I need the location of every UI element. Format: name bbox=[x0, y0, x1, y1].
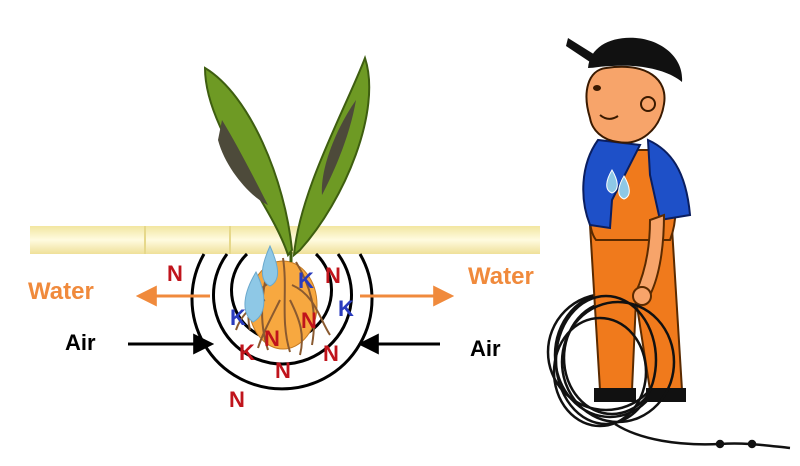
ion-k: K bbox=[230, 305, 246, 330]
middle-ring bbox=[212, 253, 353, 366]
hose-coil-front bbox=[552, 294, 791, 450]
ion-n: N bbox=[264, 326, 280, 351]
air-label-right: Air bbox=[470, 336, 501, 361]
air-label-left: Air bbox=[65, 330, 96, 355]
ion-n: N bbox=[323, 341, 339, 366]
ion-k: K bbox=[338, 296, 354, 321]
ion-n: N bbox=[325, 263, 341, 288]
outer-ring bbox=[190, 253, 374, 391]
water-label-right: Water bbox=[468, 263, 534, 290]
ion-n: N bbox=[167, 261, 183, 286]
ion-n: N bbox=[229, 387, 245, 412]
water-label-left: Water bbox=[28, 278, 94, 305]
plant-seedling-icon bbox=[203, 55, 371, 262]
nutrient-ions: N N K K K N N K N N N bbox=[167, 261, 354, 412]
ion-n: N bbox=[301, 308, 317, 333]
water-drop-icon bbox=[244, 244, 278, 323]
ion-n: N bbox=[275, 358, 291, 383]
farmer-with-hose-icon bbox=[546, 37, 791, 450]
ion-k: K bbox=[239, 340, 255, 365]
ion-k: K bbox=[298, 268, 314, 293]
